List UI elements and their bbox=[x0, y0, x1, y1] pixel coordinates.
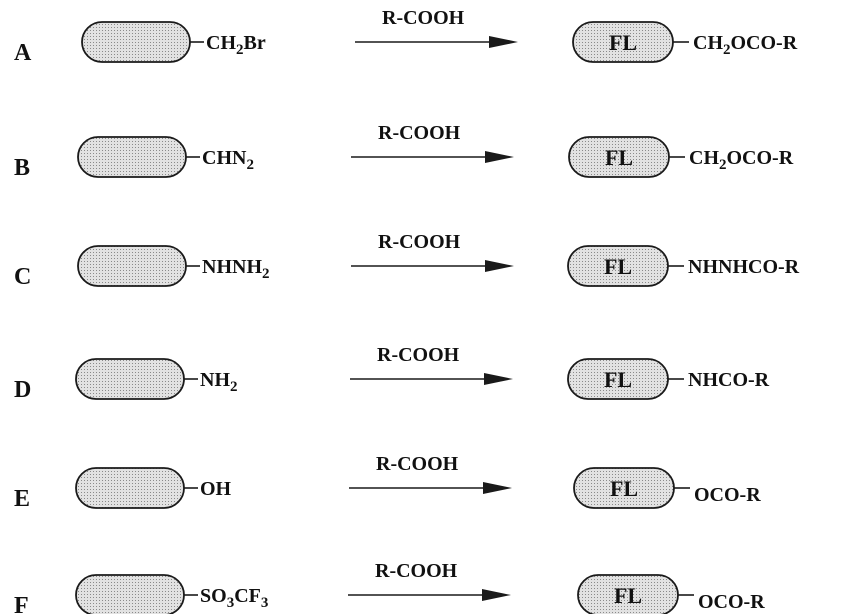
product-group-part: CH bbox=[693, 32, 723, 54]
reagent-core-blob bbox=[75, 358, 185, 400]
product-group-2: NHNHCO-R bbox=[688, 256, 800, 278]
reactant-group-4: OH bbox=[200, 478, 232, 500]
row-letter: B bbox=[14, 155, 30, 181]
reactant-group-1: CHN2 bbox=[202, 147, 254, 173]
product-group-part: 2 bbox=[723, 42, 731, 58]
product-group-part: OCO-R bbox=[694, 484, 761, 506]
arrowhead-icon bbox=[483, 482, 512, 494]
product-group-part: OCO-R bbox=[727, 147, 794, 169]
product-group-part: NHNHCO-R bbox=[688, 256, 800, 278]
row-letter: F bbox=[14, 593, 29, 614]
reactant-group-part: 2 bbox=[230, 379, 238, 395]
reagent-core-blob bbox=[75, 467, 185, 509]
reactant-group-part: NH bbox=[200, 369, 230, 391]
fl-core-label: FL bbox=[610, 476, 638, 501]
reagent-label: R-COOH bbox=[376, 453, 459, 475]
arrowhead-icon bbox=[489, 36, 518, 48]
reagent-core-blob bbox=[77, 136, 187, 178]
row-letter: D bbox=[14, 377, 31, 403]
product-group-5: OCO-R bbox=[698, 591, 765, 613]
reactant-group-part: OH bbox=[200, 478, 232, 500]
reactant-group-2: NHNH2 bbox=[202, 256, 270, 282]
reagent-label: R-COOH bbox=[382, 7, 465, 29]
reaction-row-d: D NH2 R-COOH FL NHCO-R bbox=[14, 344, 770, 403]
reagent-label: R-COOH bbox=[377, 344, 460, 366]
product-group-part: OCO-R bbox=[698, 591, 765, 613]
reagent-label: R-COOH bbox=[375, 560, 458, 582]
row-letter: A bbox=[14, 40, 32, 66]
product-group-part: CH bbox=[689, 147, 719, 169]
reactant-group-part: 3 bbox=[227, 595, 235, 611]
reactant-group-part: Br bbox=[244, 32, 266, 54]
product-group-3: NHCO-R bbox=[688, 369, 770, 391]
reagent-core-blob bbox=[75, 574, 185, 614]
arrowhead-icon bbox=[484, 373, 513, 385]
row-letter: E bbox=[14, 486, 30, 512]
reagent-core-blob bbox=[77, 245, 187, 287]
reaction-row-e: E OH R-COOH FL OCO-R bbox=[14, 453, 761, 512]
reactant-group-part: CH bbox=[206, 32, 236, 54]
reactant-group-part: CHN bbox=[202, 147, 247, 169]
reagent-core-blob bbox=[81, 21, 191, 63]
reagent-label: R-COOH bbox=[378, 231, 461, 253]
fl-core-label: FL bbox=[614, 583, 642, 608]
product-group-0: CH2OCO-R bbox=[693, 32, 798, 58]
product-group-4: OCO-R bbox=[694, 484, 761, 506]
reactant-group-5: SO3CF3 bbox=[200, 585, 268, 611]
fl-core-label: FL bbox=[605, 145, 633, 170]
fl-core-label: FL bbox=[604, 367, 632, 392]
reactant-group-part: SO bbox=[200, 585, 227, 607]
product-group-part: NHCO-R bbox=[688, 369, 770, 391]
reactant-group-part: 2 bbox=[262, 266, 270, 282]
reactant-group-3: NH2 bbox=[200, 369, 238, 395]
reaction-row-c: C NHNH2 R-COOH FL NHNHCO-R bbox=[14, 231, 800, 290]
product-group-part: 2 bbox=[719, 157, 727, 173]
reactant-group-part: 2 bbox=[236, 42, 244, 58]
reactant-group-part: 3 bbox=[261, 595, 269, 611]
fl-core-label: FL bbox=[609, 30, 637, 55]
arrowhead-icon bbox=[485, 151, 514, 163]
product-group-1: CH2OCO-R bbox=[689, 147, 794, 173]
arrowhead-icon bbox=[485, 260, 514, 272]
arrowhead-icon bbox=[482, 589, 511, 601]
reagent-label: R-COOH bbox=[378, 122, 461, 144]
reactant-group-part: NHNH bbox=[202, 256, 262, 278]
fl-core-label: FL bbox=[604, 254, 632, 279]
reactant-group-0: CH2Br bbox=[206, 32, 266, 58]
reactant-group-part: 2 bbox=[246, 157, 254, 173]
product-group-part: OCO-R bbox=[731, 32, 798, 54]
row-letter: C bbox=[14, 264, 31, 290]
reactant-group-part: CF bbox=[234, 585, 261, 607]
